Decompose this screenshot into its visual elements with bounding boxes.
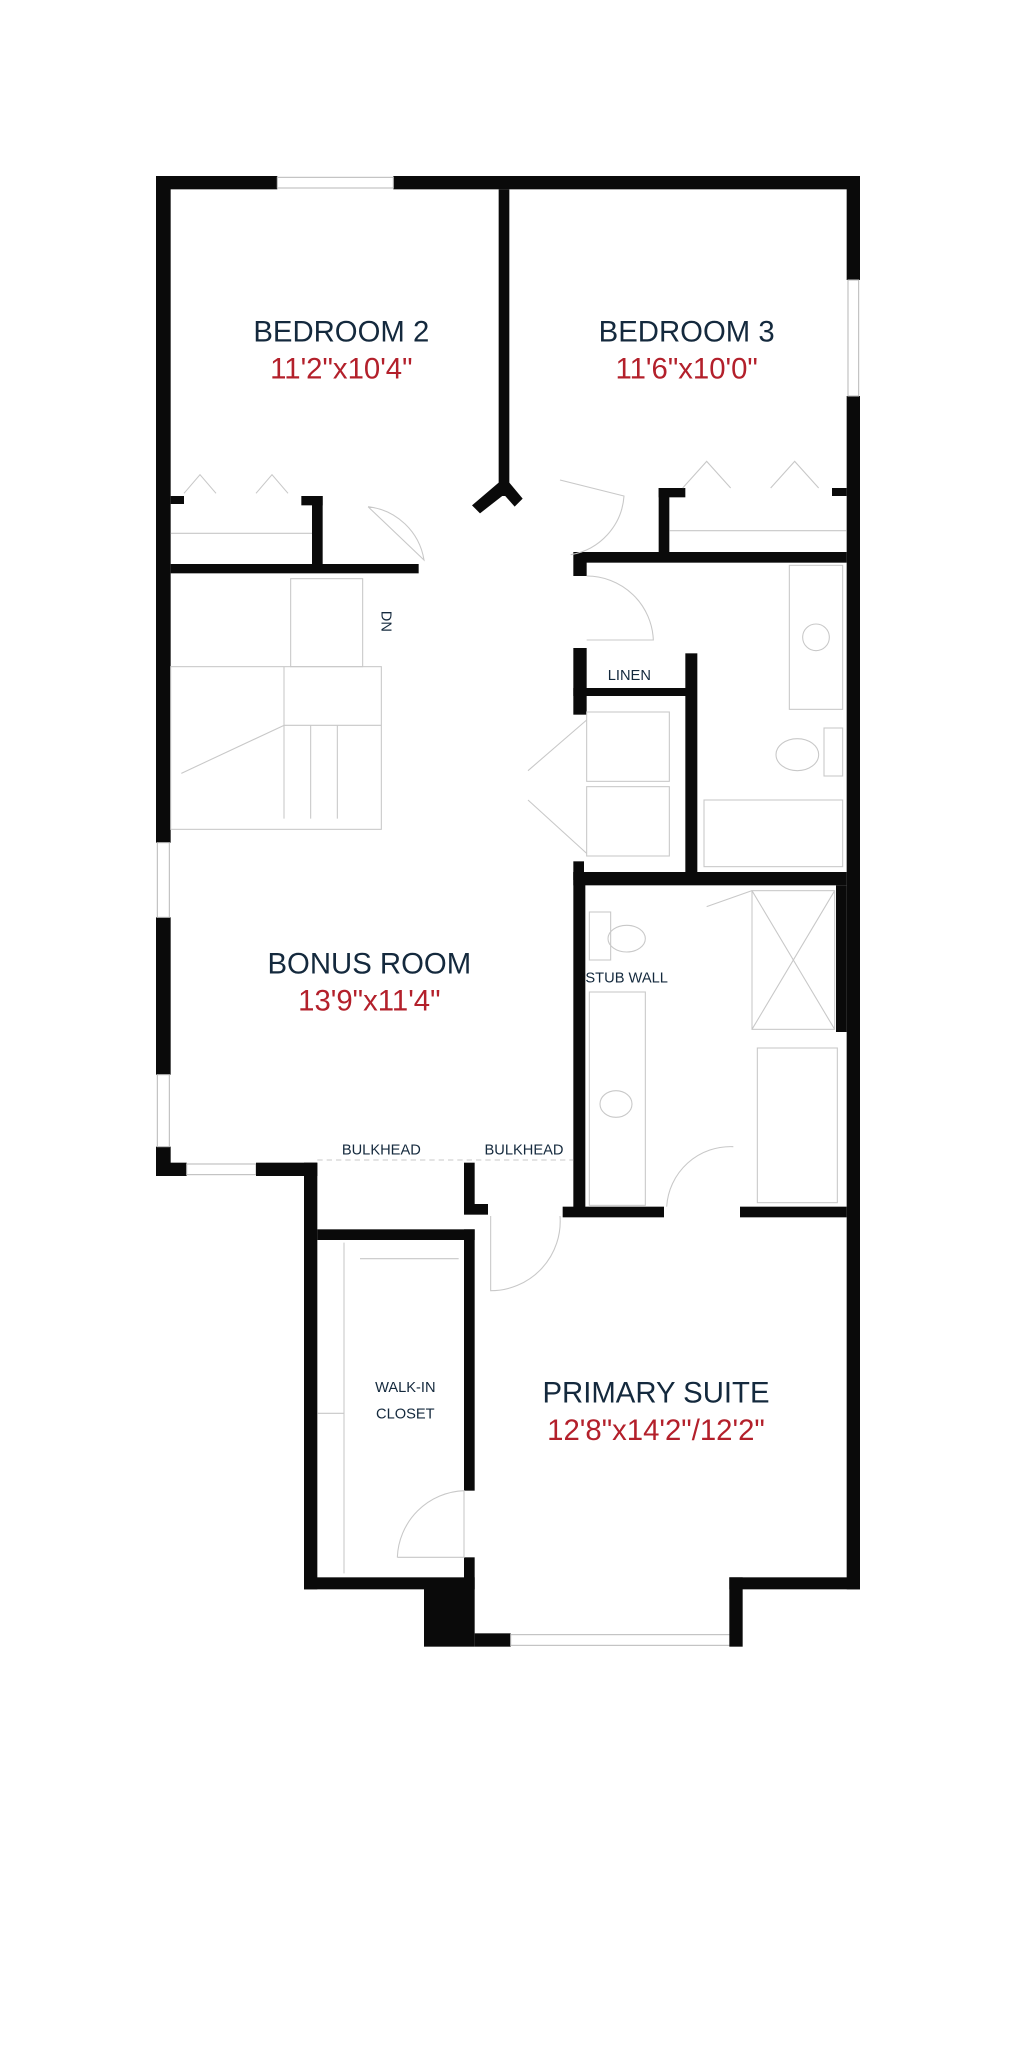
bedroom2-name: BEDROOM 2 xyxy=(253,315,429,348)
bonus-room-dims: 13'9"x11'4" xyxy=(298,985,440,1018)
walkin-closet-label-2: CLOSET xyxy=(376,1407,435,1423)
bedroom3-name: BEDROOM 3 xyxy=(599,315,775,348)
bedroom3-dims: 11'6"x10'0" xyxy=(615,353,757,386)
stairs-down-label: DN xyxy=(377,611,393,632)
primary-suite-name: PRIMARY SUITE xyxy=(542,1377,769,1410)
bedroom2-dims: 11'2"x10'4" xyxy=(270,353,412,386)
bulkhead-left-label: BULKHEAD xyxy=(342,1143,421,1159)
primary-suite-dims: 12'8"x14'2"/12'2" xyxy=(547,1414,765,1447)
bulkhead-right-label: BULKHEAD xyxy=(484,1143,563,1159)
walkin-closet-label-1: WALK-IN xyxy=(375,1380,436,1396)
walls xyxy=(156,176,860,1647)
stub-wall-label: STUB WALL xyxy=(585,971,668,987)
bonus-room-name: BONUS ROOM xyxy=(267,947,471,980)
linen-label: LINEN xyxy=(608,668,651,684)
fixtures xyxy=(170,460,847,1574)
